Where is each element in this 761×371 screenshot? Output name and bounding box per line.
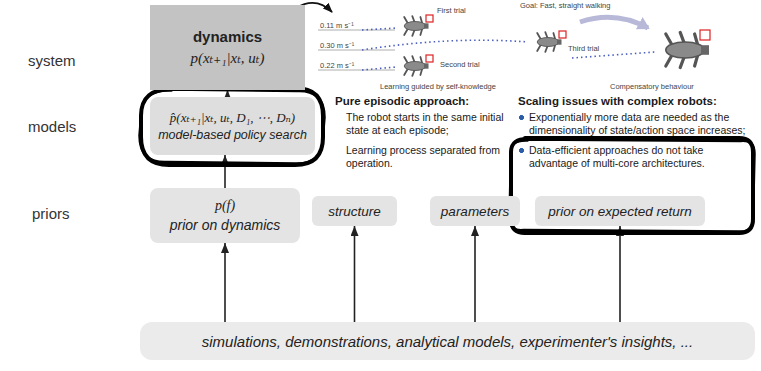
source-band: simulations, demonstrations, analytical …	[140, 322, 755, 360]
prior-box: prior on expected return	[535, 196, 705, 226]
trial-label: Third trial	[568, 44, 599, 53]
highlight-scribble	[141, 88, 323, 165]
node-text: prior on dynamics	[170, 217, 281, 233]
figure-caption: Compensatory behaviour	[610, 82, 694, 91]
connector-arrow	[224, 243, 226, 322]
prior-box: p(f) prior on dynamics	[150, 188, 300, 243]
speed-label: 0.22 m s⁻¹	[320, 60, 354, 70]
trial-label: First trial	[437, 6, 466, 15]
trial-label: Second trial	[440, 60, 480, 69]
layer-label: models	[28, 118, 76, 135]
system-box: dynamics p(xₜ₊₁|xₜ, uₜ)	[150, 5, 305, 90]
bullet-text: Exponentially more data are needed as th…	[518, 111, 746, 136]
note-heading: Scaling issues with complex robots:	[518, 95, 746, 107]
connector-arrow	[474, 226, 476, 322]
note-block: Pure episodic approach: The robot starts …	[335, 95, 511, 177]
prior-box: parameters	[430, 196, 520, 226]
node-title: simulations, demonstrations, analytical …	[202, 333, 693, 350]
connector-arrow	[354, 226, 356, 322]
speed-label: 0.30 m s⁻¹	[320, 40, 354, 50]
model-box: p̂(xₜ₊₁|xₜ, uₜ, D₁, ⋯, Dₙ) model-based po…	[150, 97, 315, 155]
node-text: model-based policy search	[158, 128, 307, 142]
node-title: prior on expected return	[548, 204, 691, 219]
note-block: Scaling issues with complex robots: Expon…	[518, 95, 746, 177]
figure-caption: Learning guided by self-knowledge	[380, 82, 496, 91]
bullet-text: Data-efficient approaches do not take ad…	[518, 144, 746, 169]
bullet-text: The robot starts in the same initial sta…	[335, 111, 511, 136]
prior-box: structure	[312, 196, 397, 226]
node-title: p(f)	[215, 198, 235, 214]
note-heading: Pure episodic approach:	[335, 95, 511, 107]
connector-arrow	[619, 226, 621, 322]
highlight-scribble	[140, 90, 325, 164]
node-title: parameters	[441, 204, 509, 219]
node-text: p(xₜ₊₁|xₜ, uₜ)	[190, 49, 264, 67]
figure-label: Goal: Fast, straight walking	[520, 1, 610, 10]
layer-label: priors	[32, 205, 70, 222]
highlight-scribble	[510, 140, 755, 232]
layer-label: system	[28, 52, 76, 69]
highlight-scribble	[511, 138, 753, 233]
bullet-text: Learning process separated from operatio…	[335, 144, 511, 169]
node-title: structure	[328, 204, 381, 219]
node-title: p̂(xₜ₊₁|xₜ, uₜ, D₁, ⋯, Dₙ)	[170, 110, 295, 126]
node-title: dynamics	[193, 28, 262, 45]
connector-arrow	[224, 155, 226, 188]
speed-label: 0.11 m s⁻¹	[320, 20, 354, 30]
